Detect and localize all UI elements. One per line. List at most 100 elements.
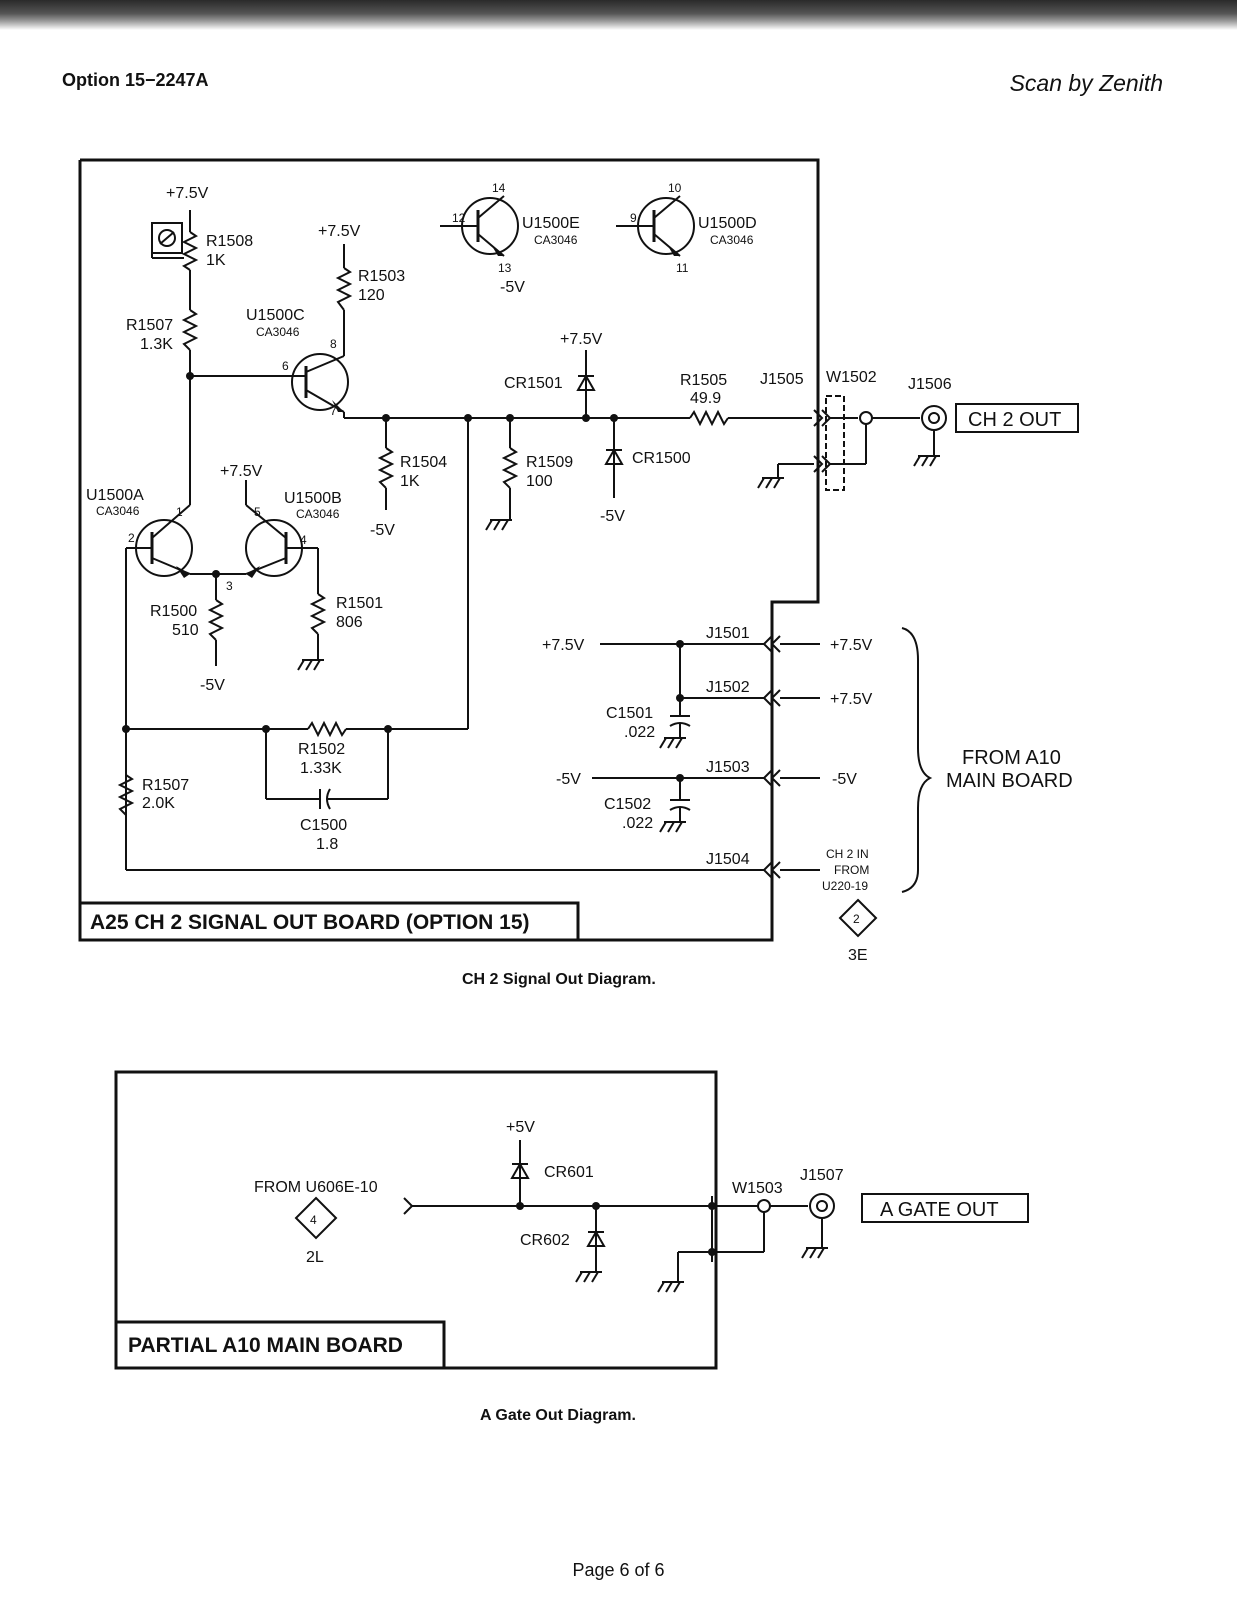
svg-text:49.9: 49.9 — [690, 390, 721, 407]
svg-text:+5V: +5V — [506, 1119, 535, 1136]
svg-text:C1502: C1502 — [604, 796, 651, 813]
svg-text:U1500B: U1500B — [284, 490, 342, 507]
ch2-in-label: CH 2 IN FROM U220-19 — [822, 847, 869, 893]
svg-text:.022: .022 — [622, 815, 653, 832]
svg-text:R1508: R1508 — [206, 233, 253, 250]
reference-diamond-4: 4 2L — [294, 1196, 338, 1266]
j1505-w1502-connector: J1505 W1502 — [757, 369, 920, 491]
a-gate-out-diagram: PARTIAL A10 MAIN BOARD FROM U606E-10 4 2… — [114, 1070, 1029, 1424]
svg-text:U1500C: U1500C — [246, 307, 305, 324]
svg-text:4: 4 — [310, 1213, 317, 1227]
svg-text:CA3046: CA3046 — [710, 233, 754, 247]
svg-text:FROM: FROM — [834, 863, 869, 877]
svg-text:R1500: R1500 — [150, 603, 197, 620]
u1500b-transistor: +7.5V U1500B CA3046 5 4 — [220, 463, 342, 578]
svg-text:7: 7 — [330, 404, 337, 418]
svg-text:CH 2 IN: CH 2 IN — [826, 847, 869, 861]
u1500c-transistor: U1500C CA3046 6 8 7 — [246, 307, 349, 418]
board2-label-box — [114, 1320, 446, 1370]
svg-text:R1503: R1503 — [358, 268, 405, 285]
svg-text:CA3046: CA3046 — [96, 504, 140, 518]
r1503-resistor: +7.5V R1503 120 — [318, 223, 405, 311]
svg-text:J1505: J1505 — [760, 371, 804, 388]
board2-outline — [114, 1070, 718, 1370]
svg-text:R1505: R1505 — [680, 372, 727, 389]
svg-text:120: 120 — [358, 287, 385, 304]
board2-label: PARTIAL A10 MAIN BOARD — [128, 1334, 403, 1357]
svg-text:8: 8 — [330, 337, 337, 351]
svg-text:A GATE OUT: A GATE OUT — [880, 1199, 999, 1221]
svg-text:1.33K: 1.33K — [300, 760, 342, 777]
svg-text:5: 5 — [254, 505, 261, 519]
u1500d-transistor: 9 10 11 U1500D CA3046 — [616, 181, 757, 275]
j1506-bnc-connector: J1506 — [908, 376, 952, 467]
svg-text:2.0K: 2.0K — [142, 795, 175, 812]
svg-text:-5V: -5V — [556, 771, 581, 788]
svg-text:C1501: C1501 — [606, 705, 653, 722]
svg-text:1.3K: 1.3K — [140, 336, 173, 353]
svg-text:J1502: J1502 — [706, 679, 750, 696]
svg-text:6: 6 — [282, 359, 289, 373]
svg-text:J1507: J1507 — [800, 1167, 844, 1184]
svg-text:U1500D: U1500D — [698, 215, 757, 232]
cr1500-diode: CR1500 -5V — [600, 418, 691, 525]
svg-text:.022: .022 — [624, 724, 655, 741]
from-u606e-label: FROM U606E-10 — [254, 1179, 378, 1196]
a-gate-out-tag: A GATE OUT — [861, 1193, 1029, 1223]
svg-text:-5V: -5V — [832, 771, 857, 788]
svg-text:J1501: J1501 — [706, 625, 750, 642]
r1507-lower-resistor: R1507 2.0K — [117, 774, 189, 816]
r1502-resistor: R1502 1.33K — [266, 720, 388, 777]
document-id: Option 15−2247A — [62, 70, 209, 90]
svg-text:J1506: J1506 — [908, 376, 952, 393]
svg-text:R1501: R1501 — [336, 595, 383, 612]
svg-text:1.8: 1.8 — [316, 836, 338, 853]
svg-text:2L: 2L — [306, 1249, 324, 1266]
svg-text:R1507: R1507 — [142, 777, 189, 794]
r1508-potentiometer: R1508 1K +7.5V — [151, 185, 253, 271]
svg-text:W1502: W1502 — [826, 369, 877, 386]
r1501-resistor: R1501 806 — [297, 548, 383, 671]
svg-text:CR1501: CR1501 — [504, 375, 563, 392]
svg-text:3: 3 — [226, 579, 233, 593]
svg-text:CH 2 OUT: CH 2 OUT — [968, 409, 1061, 431]
w1503-jumper: W1503 — [657, 1180, 808, 1293]
svg-text:J1504: J1504 — [706, 851, 750, 868]
svg-text:R1502: R1502 — [298, 741, 345, 758]
scan-edge-artifact — [0, 0, 1237, 30]
svg-text:CR1500: CR1500 — [632, 450, 691, 467]
board-label-box — [78, 901, 580, 942]
svg-text:-5V: -5V — [370, 522, 395, 539]
svg-text:U1500E: U1500E — [522, 215, 580, 232]
svg-text:CR601: CR601 — [544, 1164, 594, 1181]
u1500a-transistor: U1500A CA3046 1 2 — [86, 487, 193, 578]
svg-text:100: 100 — [526, 473, 553, 490]
diagram2-caption: A Gate Out Diagram. — [480, 1407, 636, 1424]
svg-text:14: 14 — [492, 181, 506, 195]
u1500e-transistor: 12 14 13 U1500E CA3046 -5V — [440, 181, 580, 296]
from-a10-label: FROM A10 — [962, 747, 1061, 769]
r1500-resistor: R1500 510 -5V — [150, 574, 225, 694]
svg-text:W1503: W1503 — [732, 1180, 783, 1197]
r1507-upper-resistor: R1507 1.3K — [126, 309, 199, 353]
svg-text:+7.5V: +7.5V — [318, 223, 361, 240]
r1509-resistor: R1509 100 — [485, 418, 573, 531]
svg-text:+7.5V: +7.5V — [830, 691, 873, 708]
r1505-resistor: R1505 49.9 — [680, 372, 812, 427]
svg-text:CA3046: CA3046 — [534, 233, 578, 247]
svg-text:C1500: C1500 — [300, 817, 347, 834]
svg-text:1K: 1K — [206, 252, 226, 269]
ch2-signal-out-diagram: A25 CH 2 SIGNAL OUT BOARD (OPTION 15) R1… — [78, 158, 1079, 988]
board-label: A25 CH 2 SIGNAL OUT BOARD (OPTION 15) — [90, 911, 530, 934]
diagram1-caption: CH 2 Signal Out Diagram. — [462, 971, 656, 988]
r1504-resistor: R1504 1K -5V — [370, 418, 447, 539]
svg-text:12: 12 — [452, 211, 466, 225]
svg-text:11: 11 — [676, 261, 689, 275]
cr602-diode: CR602 — [520, 1206, 606, 1283]
reference-diamond-2: 2 3E — [838, 898, 878, 964]
svg-text:+7.5V: +7.5V — [830, 637, 873, 654]
cr1501-diode: +7.5V CR1501 — [504, 331, 603, 418]
svg-text:9: 9 — [630, 211, 637, 225]
svg-text:-5V: -5V — [500, 279, 525, 296]
